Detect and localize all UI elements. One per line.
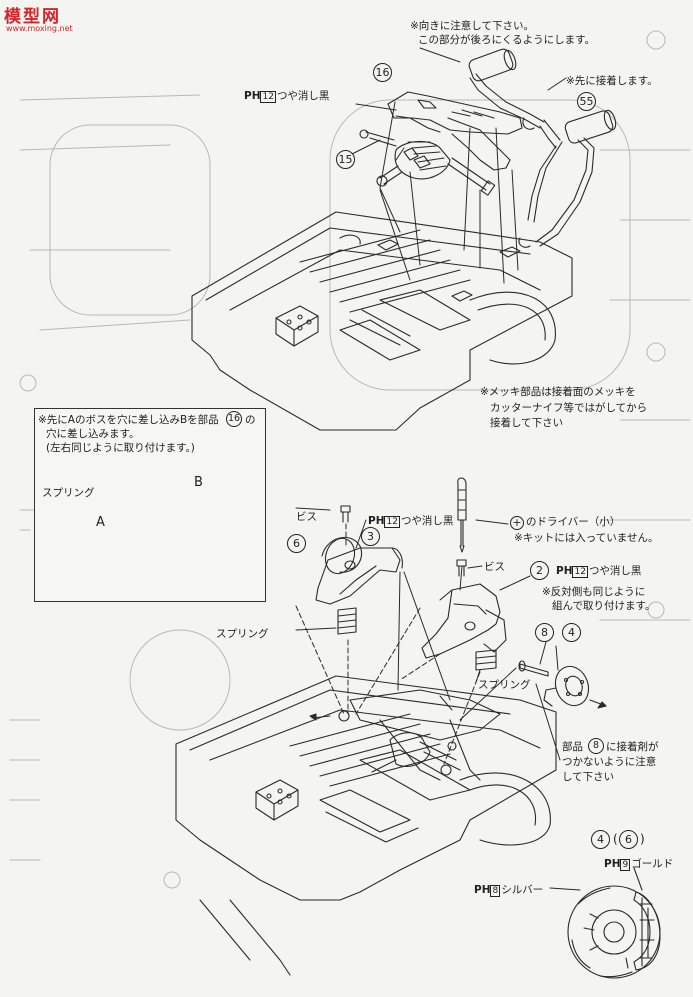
part-number-3: 3 xyxy=(361,527,380,546)
paint-prefix: PH xyxy=(474,884,491,896)
paint-code: 9 xyxy=(620,859,631,871)
inset-note-line2: 穴に差し込みます。 xyxy=(46,428,140,440)
note-orientation-line1: ※向きに注意して下さい。 xyxy=(410,20,534,32)
inset-note-suffix: の xyxy=(245,414,256,426)
part-number-15: 15 xyxy=(336,150,355,169)
watermark-logo: 模型网 www.moxing.net xyxy=(4,2,73,36)
part-number-4-brake: 4 xyxy=(591,830,610,849)
part8-note-line3: して下さい xyxy=(562,771,615,783)
paint-name: つや消し黒 xyxy=(588,565,642,577)
paint-name: シルバー xyxy=(501,884,544,896)
phillips-icon: + xyxy=(510,516,524,530)
part8-note-number: 8 xyxy=(588,738,604,754)
plating-note-line3: 接着して下さい xyxy=(490,417,564,429)
part8-note-prefix: 部品 xyxy=(562,741,583,753)
opposite-side-note-line2: 組んで取り付けます。 xyxy=(552,600,656,612)
label-spring-right: スプリング xyxy=(478,679,531,691)
part-number-4: 4 xyxy=(562,623,581,642)
plating-note-line2: カッターナイフ等ではがしてから xyxy=(490,402,648,414)
part-number-2: 2 xyxy=(530,561,549,580)
paint-code: 12 xyxy=(572,566,588,578)
part8-note-line2: つかないように注意 xyxy=(562,756,657,768)
part-number-6-brake: 6 xyxy=(619,830,638,849)
inset-label-a: A xyxy=(96,515,105,530)
paren-open: ( xyxy=(613,832,618,846)
paint-prefix: PH xyxy=(556,565,573,577)
inset-label-b: B xyxy=(194,475,203,490)
part-number-8: 8 xyxy=(535,623,554,642)
label-screw-left: ビス xyxy=(296,511,317,523)
plating-note-line1: ※メッキ部品は接着面のメッキを xyxy=(480,386,636,398)
paint-prefix: PH xyxy=(368,515,385,527)
note-orientation-line2: この部分が後ろにくるようにします。 xyxy=(418,34,596,46)
part8-note-suffix: に接着剤が xyxy=(606,741,659,753)
inset-label-spring: スプリング xyxy=(42,487,95,499)
paint-prefix: PH xyxy=(244,90,261,102)
note-glue-first: ※先に接着します。 xyxy=(566,75,658,87)
inset-detail-box xyxy=(34,408,266,602)
paint-code: 12 xyxy=(260,91,276,103)
watermark-url: www.moxing.net xyxy=(6,24,73,33)
watermark-site-name: 模型网 xyxy=(4,7,61,27)
inset-note-line3: (左右同じように取り付けます。) xyxy=(46,442,195,454)
label-spring-left: スプリング xyxy=(216,628,269,640)
opposite-side-note-line1: ※反対側も同じように xyxy=(542,586,646,598)
part-number-16: 16 xyxy=(373,63,392,82)
screwdriver-note-line1: のドライバー（小） xyxy=(526,516,621,528)
paren-close: ) xyxy=(640,832,645,846)
part-number-6: 6 xyxy=(287,534,306,553)
paint-name: ゴールド xyxy=(631,858,674,870)
screwdriver-note-line2: ※キットには入っていません。 xyxy=(514,532,659,544)
inset-part-number-16: 16 xyxy=(226,411,242,427)
inset-note-line1: ※先にAのボスを穴に差し込みBを部品 xyxy=(38,414,219,426)
paint-code: 12 xyxy=(384,516,400,528)
paint-name: つや消し黒 xyxy=(400,515,454,527)
label-screw-right: ビス xyxy=(484,561,505,573)
part-number-55: 55 xyxy=(577,92,596,111)
paint-prefix: PH xyxy=(604,858,621,870)
paint-name: つや消し黒 xyxy=(276,90,330,102)
paint-code: 8 xyxy=(490,885,501,897)
